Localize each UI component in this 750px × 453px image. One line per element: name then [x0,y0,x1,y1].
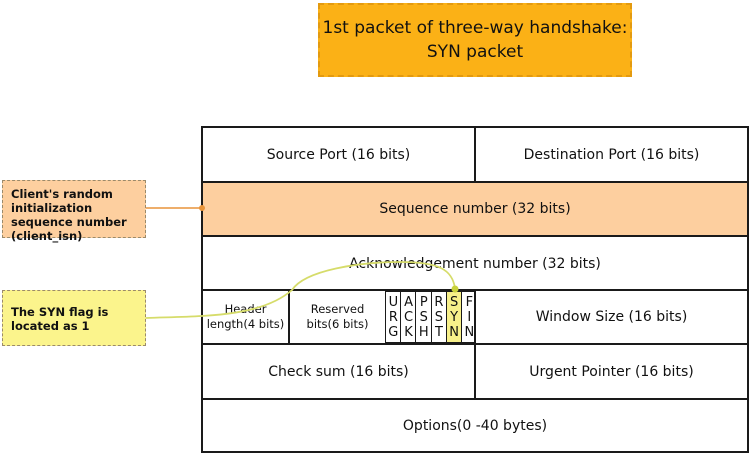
note-syn-flag: The SYN flag is located as 1 [2,290,146,346]
title-line-2: SYN packet [426,42,524,62]
flag-letter: G [388,324,399,340]
isn-connector-dot [199,205,205,211]
flag-letter: N [449,324,459,340]
flag-letter: R [434,294,444,310]
checksum-cell: Check sum (16 bits) [201,343,476,400]
flag-letter: S [434,309,444,325]
header-length-cell: Header length(4 bits) [201,289,290,345]
note-client-isn: Client's random initialization sequence … [2,180,146,243]
flag-letter: P [419,294,428,310]
flag-letter: F [465,294,474,310]
flag-letter: S [419,309,428,325]
syn-connector-line [145,261,456,319]
title-line-1: 1st packet of three-way handshake: [322,18,628,38]
flag-letter: A [404,294,413,310]
title-box: 1st packet of three-way handshake: SYN p… [318,3,632,77]
ack-number-cell: Acknowledgement number (32 bits) [201,235,749,291]
options-cell: Options(0 -40 bytes) [201,398,749,453]
flag-letter: H [418,324,429,340]
destination-port-cell: Destination Port (16 bits) [474,126,749,183]
flag-letter: U [388,294,399,310]
flag-letter: R [388,309,398,325]
syn-connector-dot [451,285,459,293]
flag-letter: C [403,309,414,325]
flag-letter: N [464,324,475,340]
flag-letter: S [450,294,459,310]
flag-letter: T [434,324,443,340]
reserved-cell: Reserved bits(6 bits) [288,289,387,345]
flag-letter: I [467,309,472,325]
flag-letter: K [404,324,413,340]
urgent-pointer-cell: Urgent Pointer (16 bits) [474,343,749,400]
flag-letter: Y [450,309,459,325]
